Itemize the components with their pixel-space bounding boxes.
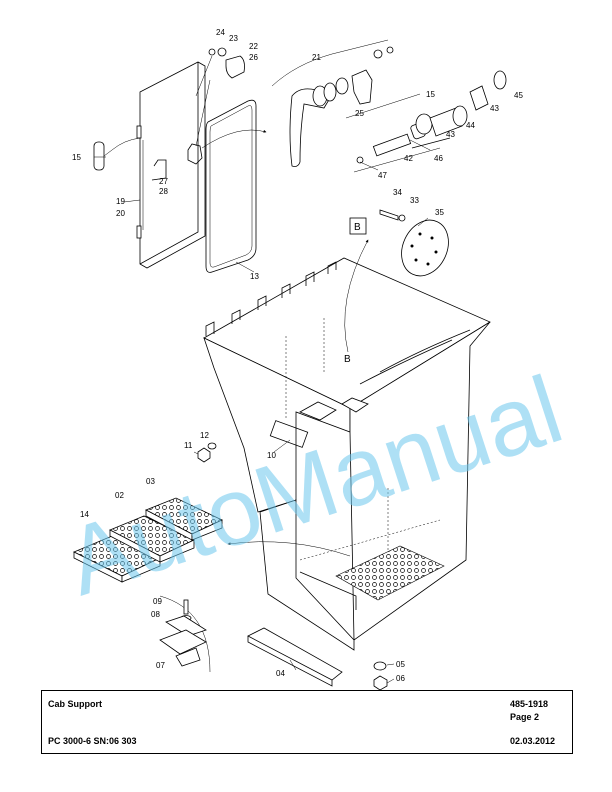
callout-34: 34 [393, 188, 402, 197]
callout-03: 03 [146, 477, 155, 486]
callout-28: 28 [159, 187, 168, 196]
nut-11-12 [197, 442, 217, 463]
callout-44: 44 [466, 121, 475, 130]
cab-support-housing [203, 239, 491, 651]
leader-lines [94, 139, 431, 684]
callout-20: 20 [116, 209, 125, 218]
callout-11: 11 [184, 441, 193, 450]
cab-door [136, 61, 206, 269]
step-14 [73, 535, 161, 583]
door-hardware [93, 47, 267, 181]
callout-07: 07 [156, 661, 165, 670]
callout-25: 25 [355, 109, 364, 118]
machine-model: PC 3000-6 SN:06 303 [48, 736, 137, 746]
drawing-title: Cab Support [48, 699, 102, 709]
callout-04: 04 [276, 669, 285, 678]
callout-13: 13 [250, 272, 259, 281]
callout-33: 33 [410, 196, 419, 205]
callout-45: 45 [514, 91, 523, 100]
damper-assembly [345, 70, 507, 173]
bracket-detail [159, 595, 211, 673]
view-b-label: B [349, 217, 367, 235]
callout-06: 06 [396, 674, 405, 683]
nut-06 [373, 675, 388, 690]
door-seal [205, 99, 257, 273]
callout-24: 24 [216, 28, 225, 37]
callout-10: 10 [267, 451, 276, 460]
callout-26: 26 [249, 53, 258, 62]
exploded-parts-diagram: B 24 23 22 26 21 25 15 45 43 44 43 42 46… [54, 28, 574, 690]
callout-02: 02 [115, 491, 124, 500]
callout-b: B [344, 354, 351, 365]
callout-05: 05 [396, 660, 405, 669]
page-number: Page 2 [510, 712, 540, 722]
drawing-date: 02.03.2012 [510, 736, 556, 746]
callout-15-left: 15 [72, 153, 81, 162]
step-02 [109, 515, 195, 563]
callout-14: 14 [80, 510, 89, 519]
callout-23: 23 [229, 34, 238, 43]
callout-42: 42 [404, 154, 413, 163]
callout-35: 35 [435, 208, 444, 217]
step-03 [145, 497, 223, 541]
callout-19: 19 [116, 197, 125, 206]
callout-46: 46 [434, 154, 443, 163]
title-block: Cab Support 485-1918 Page 2 PC 3000-6 SN… [41, 690, 573, 754]
callout-21: 21 [312, 53, 321, 62]
washer-05 [373, 661, 387, 671]
callout-09: 09 [153, 597, 162, 606]
cover-plate [379, 209, 449, 277]
document-number: 485-1918 [510, 699, 549, 709]
callout-27: 27 [159, 177, 168, 186]
view-b-text: B [354, 222, 361, 233]
strip-04 [247, 627, 343, 687]
callout-15-top: 15 [426, 90, 435, 99]
callout-47: 47 [378, 171, 387, 180]
handle-assembly [271, 39, 394, 167]
callout-43-a: 43 [490, 104, 499, 113]
callout-12: 12 [200, 431, 209, 440]
callout-43-b: 43 [446, 130, 455, 139]
callout-22: 22 [249, 42, 258, 51]
callouts: 24 23 22 26 21 25 15 45 43 44 43 42 46 4… [72, 28, 523, 683]
callout-08: 08 [151, 610, 160, 619]
